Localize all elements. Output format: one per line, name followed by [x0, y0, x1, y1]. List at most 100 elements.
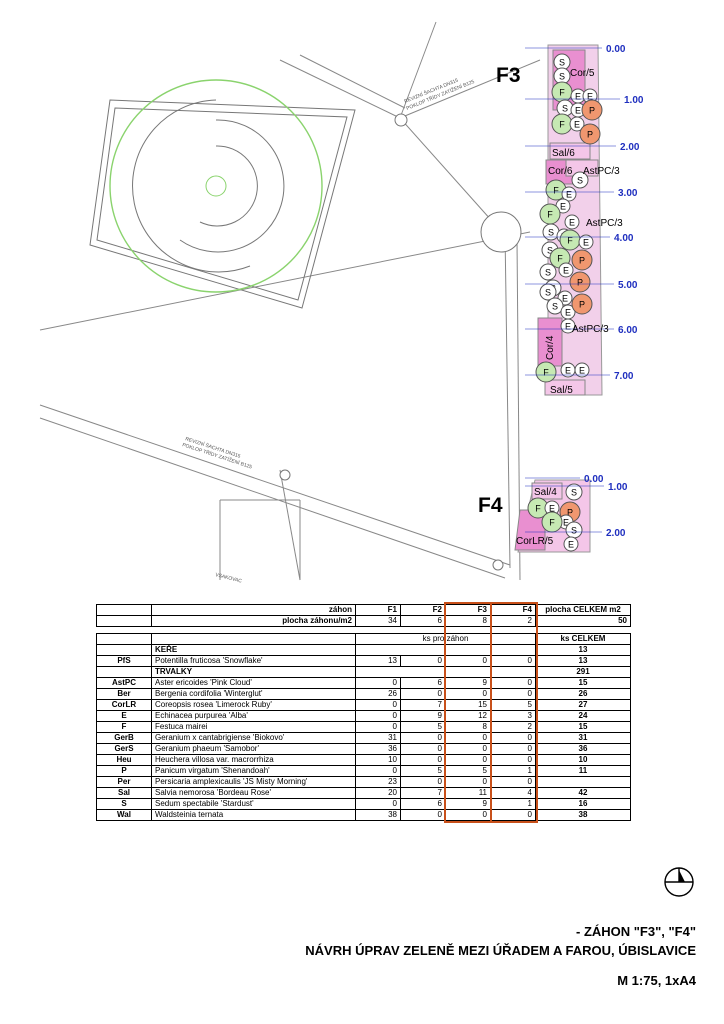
plant-code-label: F: [559, 88, 565, 98]
plant-code-label: E: [566, 190, 572, 200]
plant-s-symbol: [565, 483, 583, 501]
plant-code-label: E: [579, 366, 585, 376]
north-symbol: [664, 867, 694, 897]
plant-code-label: S: [577, 176, 583, 186]
plant-s-symbol: [546, 297, 564, 315]
bed-count: 0: [400, 776, 446, 788]
hdr-zahon: záhon: [151, 604, 356, 616]
bed-count: 9: [400, 710, 446, 722]
plant-e-symbol: [558, 262, 574, 278]
chainage-label: 6.00: [618, 325, 638, 336]
plant-name: Echinacea purpurea 'Alba': [151, 710, 356, 722]
bed-count: 6: [400, 798, 446, 810]
total-count: 15: [535, 721, 631, 733]
chainage-label: 2.00: [620, 142, 640, 153]
hdr-f1: F1: [355, 604, 401, 616]
label-corlr5: CorLR/5: [516, 536, 554, 547]
plant-name: Panicum virgatum 'Shenandoah': [151, 765, 356, 777]
plant-code-label: P: [589, 106, 595, 116]
chainage-label: 0.00: [606, 44, 626, 55]
plant-p-symbol: [571, 293, 593, 315]
total-count: 42: [535, 787, 631, 799]
plant-code: Ber: [96, 688, 152, 700]
highlight-f3-f4: [443, 602, 538, 823]
plant-code-label: F: [547, 210, 553, 220]
plant-code-label: E: [549, 504, 555, 514]
plant-code-label: E: [583, 238, 589, 248]
section-kere: KEŘE: [151, 644, 356, 656]
chainage-label: 0.00: [584, 474, 604, 485]
plant-code-label: S: [548, 228, 554, 238]
plant-name: Festuca mairei: [151, 721, 356, 733]
label-sal6: Sal/6: [552, 148, 575, 159]
plant-code-label: E: [565, 322, 571, 332]
plant-code-label: E: [569, 218, 575, 228]
label-astpc-1: AstPC/3: [583, 166, 620, 177]
bed-count: 5: [400, 721, 446, 733]
plant-name: Persicaria amplexicaulis 'JS Misty Morni…: [151, 776, 356, 788]
plant-code-label: E: [565, 366, 571, 376]
site-plan: REVIZNÍ ŠACHTA DN315 POKLOP TŘÍDY ZATÍŽE…: [39, 21, 644, 585]
label-astpc-3: AstPC/3: [572, 324, 609, 335]
bed-count: 0: [355, 677, 401, 689]
plant-name: Bergenia cordifolia 'Winterglut': [151, 688, 356, 700]
caption-title: NÁVRH ÚPRAV ZELENĚ MEZI ÚŘADEM A FAROU, …: [305, 943, 696, 958]
total-count: 16: [535, 798, 631, 810]
plocha-celkem: 50: [535, 615, 631, 627]
plant-p-symbol: [569, 271, 591, 293]
total-count: 10: [535, 754, 631, 766]
plant-table: záhon F1 F2 F3 F4 plocha CELKEM m2 ploch…: [96, 602, 631, 823]
svg-text:POKLOP TŘÍDY ZATÍŽENÍ B125: POKLOP TŘÍDY ZATÍŽENÍ B125: [181, 440, 253, 470]
plant-code-label: P: [579, 256, 585, 266]
bed-count: 6: [400, 677, 446, 689]
total-count: 27: [535, 699, 631, 711]
bed-count: 0: [445, 809, 491, 821]
plant-code: F: [96, 721, 152, 733]
chainage-label: 3.00: [618, 188, 638, 199]
total-count: 26: [535, 688, 631, 700]
plant-code: S: [96, 798, 152, 810]
plant-code-label: S: [545, 268, 551, 278]
plant-e-symbol: [561, 186, 577, 202]
chainage-label: 5.00: [618, 280, 638, 291]
plant-code-label: E: [575, 106, 581, 116]
bed-count: 0: [355, 798, 401, 810]
total-count: [535, 776, 631, 788]
caption-zahon: - ZÁHON "F3", "F4": [576, 924, 696, 939]
plant-code-label: P: [579, 300, 585, 310]
plant-e-symbol: [578, 234, 594, 250]
bed-count: 5: [400, 765, 446, 777]
plant-p-symbol: [581, 99, 603, 121]
hdr-f2: F2: [400, 604, 446, 616]
manholes: [279, 113, 522, 571]
bed-count: 20: [355, 787, 401, 799]
bed-count: 38: [355, 809, 401, 821]
plant-name: Aster ericoides 'Pink Cloud': [151, 677, 356, 689]
plant-name: Heuchera villosa var. macrorrhiza: [151, 754, 356, 766]
bed-label-f4: F4: [478, 494, 503, 517]
plant-code: CorLR: [96, 699, 152, 711]
bed-count: 0: [400, 754, 446, 766]
plant-e-symbol: [563, 536, 579, 552]
plant-code: Per: [96, 776, 152, 788]
plant-code-label: F: [543, 368, 549, 378]
total-count: 24: [535, 710, 631, 722]
plant-name: Waldsteinia ternata: [151, 809, 356, 821]
label-astpc-2: AstPC/3: [586, 218, 623, 229]
plant-e-symbol: [569, 116, 585, 132]
plant-code-label: S: [559, 72, 565, 82]
plant-code-label: S: [552, 302, 558, 312]
plant-f-symbol: [535, 361, 557, 383]
bed-count: 0: [355, 710, 401, 722]
bed-count: 0: [355, 699, 401, 711]
plant-code-label: F: [549, 518, 555, 528]
species-labels: Cor/5 Sal/6 Cor/6 AstPC/3 AstPC/3 AstPC/…: [516, 68, 623, 547]
plant-code-label: S: [571, 488, 577, 498]
